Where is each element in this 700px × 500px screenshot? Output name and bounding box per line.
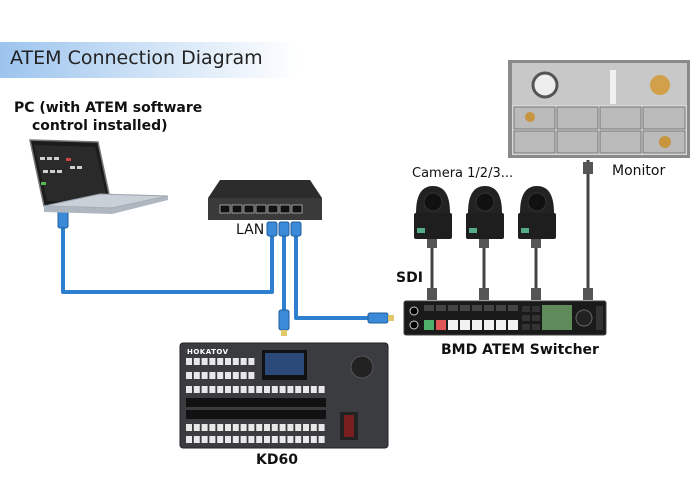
kd60-button bbox=[310, 424, 317, 431]
sdi-cables bbox=[430, 160, 590, 300]
kd60-button bbox=[201, 436, 208, 443]
kd60-button bbox=[186, 436, 192, 443]
kd60-button bbox=[201, 386, 208, 393]
kd60-brand-logo: HOKATOV bbox=[187, 348, 229, 356]
kd60-button bbox=[186, 358, 192, 365]
kd60-button bbox=[225, 372, 231, 379]
kd60-button bbox=[264, 386, 270, 393]
camera-3-icon bbox=[518, 186, 556, 239]
kd60-button bbox=[225, 436, 231, 443]
kd60-controller-icon bbox=[179, 342, 389, 449]
kd60-button bbox=[225, 358, 231, 365]
page-title: ATEM Connection Diagram bbox=[10, 47, 263, 69]
kd60-display-strip bbox=[186, 398, 326, 407]
kd60-button bbox=[256, 386, 263, 393]
kd60-button bbox=[209, 436, 216, 443]
kd60-button bbox=[209, 386, 216, 393]
laptop-icon bbox=[29, 139, 169, 214]
kd60-button bbox=[240, 372, 247, 379]
kd60-button bbox=[217, 386, 224, 393]
monitor-icon bbox=[508, 60, 690, 158]
kd60-button bbox=[193, 436, 200, 443]
kd60-button bbox=[287, 386, 294, 393]
lan-cable-switcher bbox=[294, 232, 372, 320]
atem-switcher-icon bbox=[403, 300, 607, 336]
kd60-button bbox=[240, 436, 247, 443]
sdi-connectors bbox=[427, 162, 593, 300]
lan-label: LAN bbox=[236, 222, 265, 238]
kd60-button bbox=[193, 424, 200, 431]
kd60-button bbox=[240, 386, 247, 393]
kd60-button bbox=[248, 436, 255, 443]
kd60-button bbox=[186, 386, 192, 393]
lan-cables bbox=[61, 228, 372, 320]
switcher-label: BMD ATEM Switcher bbox=[441, 342, 599, 358]
kd60-button bbox=[232, 436, 239, 443]
kd60-button bbox=[232, 358, 239, 365]
kd60-button bbox=[256, 436, 263, 443]
cameras-label: Camera 1/2/3... bbox=[412, 166, 514, 181]
kd60-button bbox=[264, 436, 270, 443]
kd60-button bbox=[201, 424, 208, 431]
kd60-button bbox=[256, 424, 263, 431]
kd60-button bbox=[232, 372, 239, 379]
kd60-button bbox=[318, 386, 325, 393]
kd60-button bbox=[248, 424, 255, 431]
kd60-button bbox=[186, 372, 192, 379]
kd60-button bbox=[287, 436, 294, 443]
kd60-button bbox=[209, 358, 216, 365]
kd60-button bbox=[295, 424, 302, 431]
kd60-button bbox=[303, 386, 309, 393]
kd60-button bbox=[217, 358, 224, 365]
network-switch-icon bbox=[208, 180, 322, 220]
kd60-button bbox=[232, 424, 239, 431]
kd60-button bbox=[248, 372, 255, 379]
kd60-label: KD60 bbox=[256, 452, 298, 468]
kd60-button bbox=[217, 424, 224, 431]
kd60-button bbox=[279, 424, 286, 431]
kd60-button bbox=[318, 424, 325, 431]
pc-label-line2: control installed) bbox=[32, 118, 168, 134]
kd60-button bbox=[193, 358, 200, 365]
kd60-button bbox=[279, 436, 286, 443]
kd60-button bbox=[193, 372, 200, 379]
kd60-button bbox=[303, 436, 309, 443]
kd60-button bbox=[271, 436, 278, 443]
kd60-button bbox=[318, 436, 325, 443]
camera-1-icon bbox=[414, 186, 452, 239]
kd60-button bbox=[201, 358, 208, 365]
kd60-button bbox=[240, 424, 247, 431]
kd60-button bbox=[209, 372, 216, 379]
kd60-button bbox=[217, 372, 224, 379]
camera-2-icon bbox=[466, 186, 504, 239]
kd60-button bbox=[209, 424, 216, 431]
kd60-button bbox=[287, 424, 294, 431]
kd60-button bbox=[225, 386, 231, 393]
kd60-button bbox=[248, 386, 255, 393]
monitor-label: Monitor bbox=[612, 163, 666, 179]
kd60-button bbox=[303, 424, 309, 431]
kd60-button bbox=[271, 424, 278, 431]
kd60-button bbox=[310, 386, 317, 393]
kd60-button bbox=[279, 386, 286, 393]
kd60-button bbox=[232, 386, 239, 393]
kd60-button bbox=[225, 424, 231, 431]
rj45-connectors bbox=[57, 209, 389, 331]
title-banner bbox=[0, 42, 300, 78]
kd60-button bbox=[295, 386, 302, 393]
kd60-button bbox=[295, 436, 302, 443]
kd60-button bbox=[310, 436, 317, 443]
kd60-button bbox=[240, 358, 247, 365]
pc-label-line1: PC (with ATEM software bbox=[14, 100, 203, 116]
kd60-button bbox=[201, 372, 208, 379]
kd60-button bbox=[186, 424, 192, 431]
kd60-button bbox=[271, 386, 278, 393]
kd60-button bbox=[264, 424, 270, 431]
sdi-label: SDI bbox=[396, 270, 423, 286]
kd60-button bbox=[248, 358, 255, 365]
kd60-display-strip bbox=[186, 410, 326, 419]
kd60-button bbox=[217, 436, 224, 443]
lan-cable-pc bbox=[61, 228, 274, 294]
kd60-button bbox=[193, 386, 200, 393]
